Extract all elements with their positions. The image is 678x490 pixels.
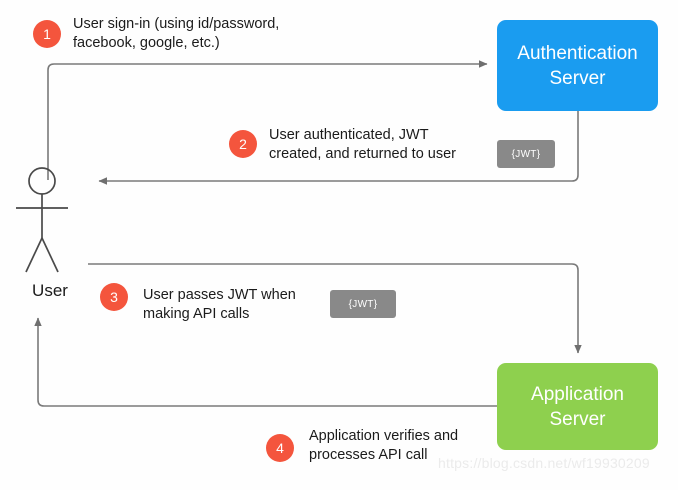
authentication-server-node[interactable]: Authentication Server bbox=[497, 20, 658, 111]
source-watermark: https://blog.csdn.net/wf19930209 bbox=[438, 455, 650, 471]
user-stick-figure bbox=[16, 167, 68, 273]
step-badge-2: 2 bbox=[229, 130, 257, 158]
jwt-token-chip-api-request: {JWT} bbox=[330, 290, 396, 318]
step-caption-3: User passes JWT when making API calls bbox=[143, 287, 296, 322]
jwt-token-chip-auth-response: {JWT} bbox=[497, 140, 555, 168]
application-server-node[interactable]: Application Server bbox=[497, 363, 658, 450]
wire-user-to-auth bbox=[47, 60, 488, 180]
step-badge-1: 1 bbox=[33, 20, 61, 48]
step-caption-1: User sign-in (using id/password, faceboo… bbox=[73, 16, 280, 51]
step-badge-4: 4 bbox=[266, 434, 294, 462]
step-caption-4: Application verifies and processes API c… bbox=[309, 428, 459, 463]
wire-user-to-app bbox=[88, 263, 582, 354]
wire-app-to-user bbox=[34, 317, 497, 407]
step-caption-2: User authenticated, JWT created, and ret… bbox=[269, 127, 457, 162]
user-label: User bbox=[32, 281, 68, 300]
step-badge-3: 3 bbox=[100, 283, 128, 311]
wire-auth-to-user bbox=[98, 111, 579, 185]
